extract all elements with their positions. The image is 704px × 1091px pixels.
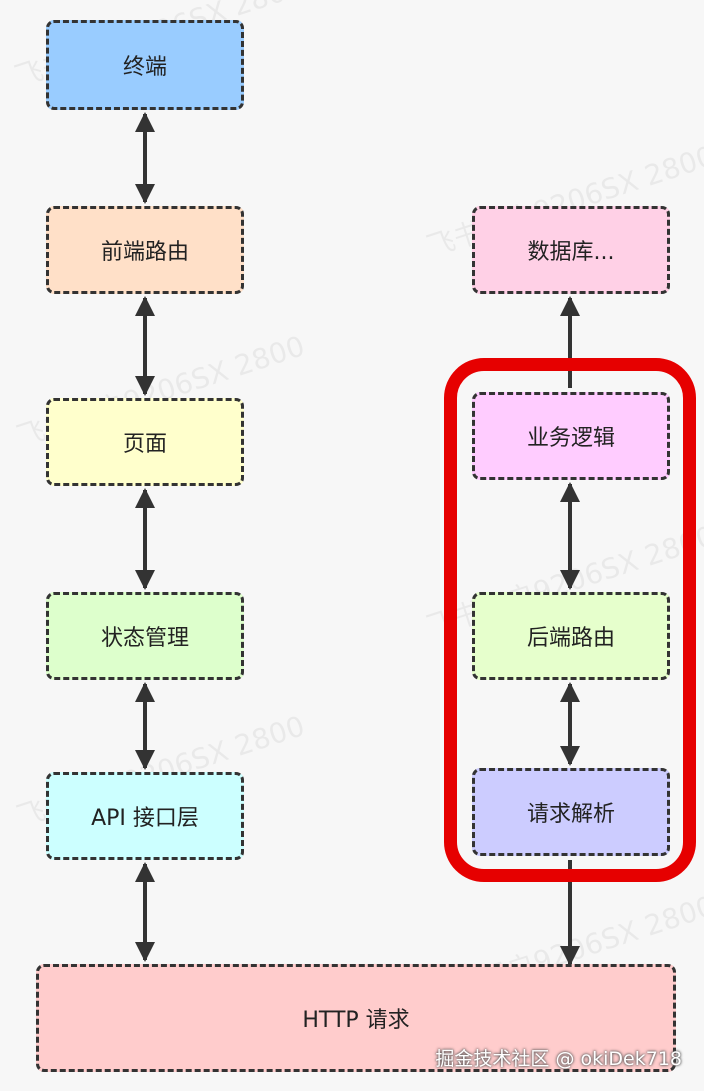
node-label: 状态管理 [100,626,189,651]
node-label: 页面 [122,432,167,457]
node-state-management: 状态管理 [46,592,244,680]
node-business-logic: 业务逻辑 [472,392,670,480]
node-label: 请求解析 [526,802,615,827]
node-label: 终端 [122,55,167,80]
node-label: 数据库... [527,240,615,265]
node-label: HTTP 请求 [302,1008,410,1033]
node-request-parsing: 请求解析 [472,768,670,856]
node-label: 前端路由 [100,240,189,265]
node-http-request: HTTP 请求 [36,964,676,1072]
backend-highlight-frame [444,358,696,882]
credit-watermark: 掘金技术社区 @ okiDek718 [435,1048,682,1070]
node-database: 数据库... [472,206,670,294]
node-page: 页面 [46,398,244,486]
node-label: API 接口层 [91,806,199,831]
node-label: 业务逻辑 [526,426,615,451]
node-terminal: 终端 [46,20,244,110]
node-label: 后端路由 [526,626,615,651]
node-backend-router: 后端路由 [472,592,670,680]
node-frontend-router: 前端路由 [46,206,244,294]
node-api-layer: API 接口层 [46,772,244,860]
